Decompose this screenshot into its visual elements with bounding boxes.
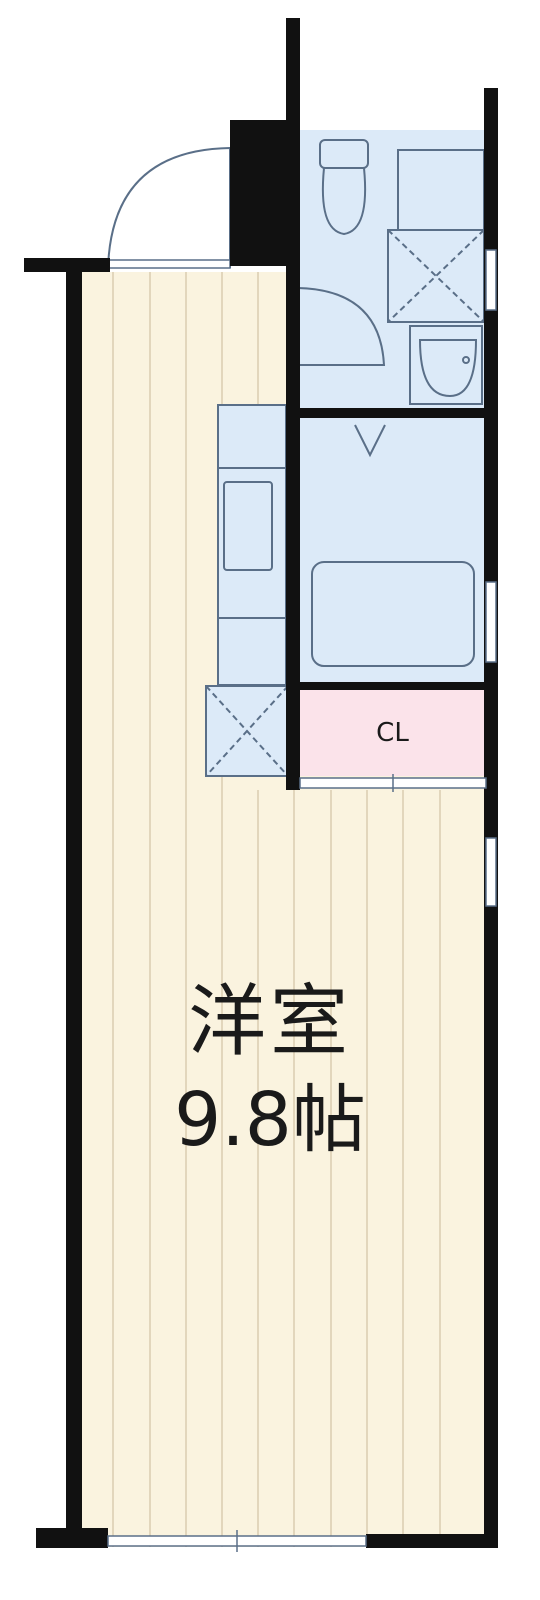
washing-machine-space <box>387 149 485 323</box>
western-room-size: 9.8帖 <box>174 1077 366 1163</box>
washroom-door-swing <box>297 287 386 366</box>
entrance-threshold <box>107 259 231 269</box>
entrance-door-swing <box>107 146 231 269</box>
kitchen-sink <box>223 481 273 571</box>
walls <box>24 18 498 1548</box>
windows <box>107 249 497 1552</box>
toilet-fixture <box>319 139 369 236</box>
western-room-label: 洋室 <box>187 977 352 1067</box>
closet-floor <box>300 690 486 776</box>
bath-door-mark <box>354 424 386 458</box>
closet-label: CL <box>376 718 409 748</box>
kitchen-counter <box>217 404 287 686</box>
refrigerator-space <box>205 685 289 777</box>
bathtub <box>311 561 475 667</box>
wash-basin <box>409 325 483 405</box>
